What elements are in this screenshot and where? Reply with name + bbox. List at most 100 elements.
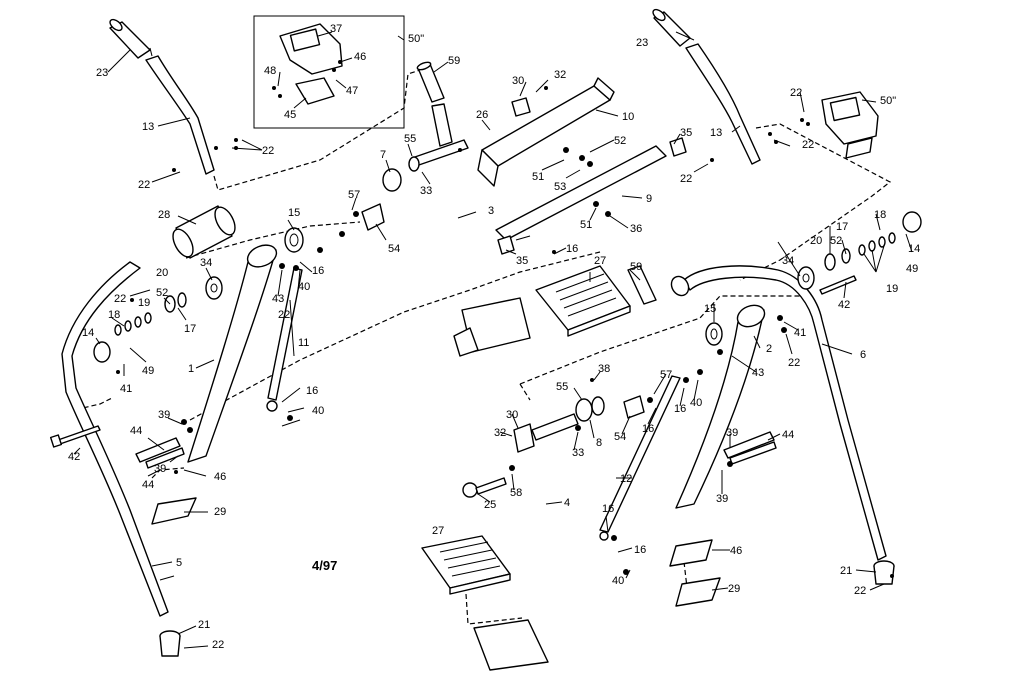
right-lower-guide <box>519 383 531 401</box>
right-lower-leg-2 <box>675 304 766 509</box>
pulley-34-right <box>797 266 815 290</box>
label-1: 1 <box>188 363 194 375</box>
console-inset-box <box>253 15 405 129</box>
label-27-upper: 27 <box>594 255 606 267</box>
label-5: 5 <box>176 557 182 569</box>
label-39-left-a: 39 <box>158 409 170 421</box>
label-56-left: 52 <box>156 287 168 299</box>
label-29-left: 29 <box>214 506 226 518</box>
label-6: 6 <box>860 349 866 361</box>
label-59-lower: 59 <box>630 261 642 273</box>
bolt-42-left <box>49 425 101 448</box>
label-44-right: 44 <box>782 429 794 441</box>
end-cap-14-left <box>93 341 111 363</box>
label-40-left-b: 40 <box>312 405 324 417</box>
label-23-left-c: 22 <box>114 293 126 305</box>
label-48: 48 <box>264 65 276 77</box>
label-41-left: 41 <box>120 383 132 395</box>
label-21-right: 21 <box>840 565 852 577</box>
label-39-left-b: 39 <box>154 463 166 475</box>
label-15-left: 15 <box>288 207 300 219</box>
label-27-lower: 27 <box>432 525 444 537</box>
label-23-right-c: 22 <box>790 87 802 99</box>
label-4: 4 <box>564 497 570 509</box>
label-55-lower: 55 <box>556 381 568 393</box>
left-handgrip-24 <box>109 18 151 59</box>
label-16-left-b: 16 <box>306 385 318 397</box>
left-hardware <box>116 138 359 474</box>
label-33-left: 33 <box>420 185 432 197</box>
right-frame-arch-6 <box>670 265 895 585</box>
bolt-42-right <box>819 275 857 295</box>
sleeve-59-top <box>416 61 445 103</box>
label-16-left-a: 16 <box>312 265 324 277</box>
left-upper-guide <box>213 69 421 191</box>
label-26: 26 <box>476 109 488 121</box>
label-29-right: 29 <box>728 583 740 595</box>
cap-35-lower <box>497 235 515 255</box>
label-39-right-b: 39 <box>716 493 728 505</box>
label-44-left-a: 44 <box>130 425 142 437</box>
label-23-left-a: 22 <box>262 145 274 157</box>
label-11: 11 <box>298 337 309 349</box>
label-22-right: 22 <box>854 585 866 597</box>
label-43-right: 43 <box>752 367 764 379</box>
label-34-left: 34 <box>200 257 212 269</box>
left-link-rod-11 <box>266 267 303 412</box>
pedal-27-upper <box>535 265 631 337</box>
label-57-left: 57 <box>348 189 360 201</box>
label-12: 12 <box>620 473 632 485</box>
label-16-center: 16 <box>566 243 578 255</box>
label-31: 30 <box>506 409 518 421</box>
label-7: 7 <box>380 149 386 161</box>
label-23-left-d: 22 <box>278 309 290 321</box>
lower-pedal-guide <box>465 593 523 625</box>
label-10: 10 <box>622 111 634 123</box>
right-handgrip-24 <box>652 8 691 47</box>
label-17-left: 17 <box>184 323 196 335</box>
label-35-lower: 35 <box>516 255 528 267</box>
label-59-top: 59 <box>448 55 460 67</box>
label-37: 37 <box>330 23 342 35</box>
label-54-left: 54 <box>388 243 400 255</box>
label-57-lower: 57 <box>660 369 672 381</box>
label-49-left: 49 <box>142 365 154 377</box>
label-30: 30 <box>512 75 524 87</box>
label-23-right-b: 22 <box>802 139 814 151</box>
label-3: 3 <box>488 205 494 217</box>
knob-25 <box>462 477 507 498</box>
label-40-left-a: 40 <box>298 281 310 293</box>
label-25: 25 <box>484 499 496 511</box>
label-55-left: 55 <box>404 133 416 145</box>
label-22-left: 22 <box>212 639 224 651</box>
part-labels: 23 13 22 22 28 15 57 7 55 33 54 34 20 52… <box>68 23 920 651</box>
left-lower-leg-1 <box>187 244 278 463</box>
label-14-right: 14 <box>908 243 920 255</box>
bracket-54 <box>361 203 385 231</box>
label-14-left: 14 <box>82 327 94 339</box>
center-hardware <box>458 86 703 575</box>
label-42-left: 42 <box>68 451 80 463</box>
foot-rail-29-left <box>151 497 197 525</box>
label-41-right: 41 <box>794 327 806 339</box>
label-49-right: 49 <box>906 263 918 275</box>
label-51-a: 51 <box>532 171 544 183</box>
label-23-right-d: 22 <box>788 357 800 369</box>
label-42-right: 42 <box>838 299 850 311</box>
crank-tube-26 <box>382 103 469 192</box>
lower-plate <box>473 619 549 671</box>
label-15-right: 15 <box>704 303 716 315</box>
label-32-lower: 32 <box>494 427 506 439</box>
label-52: 52 <box>614 135 626 147</box>
label-33-lower: 33 <box>572 447 584 459</box>
right-hardware <box>710 118 894 578</box>
right-console <box>821 91 879 159</box>
pedal-27-lower <box>421 535 511 595</box>
label-21-left: 21 <box>198 619 210 631</box>
label-16-lower-b: 16 <box>674 403 686 415</box>
bar-9 <box>495 145 667 241</box>
label-47: 47 <box>346 85 358 97</box>
label-16-lower-a: 16 <box>642 423 654 435</box>
label-9: 9 <box>646 193 652 205</box>
